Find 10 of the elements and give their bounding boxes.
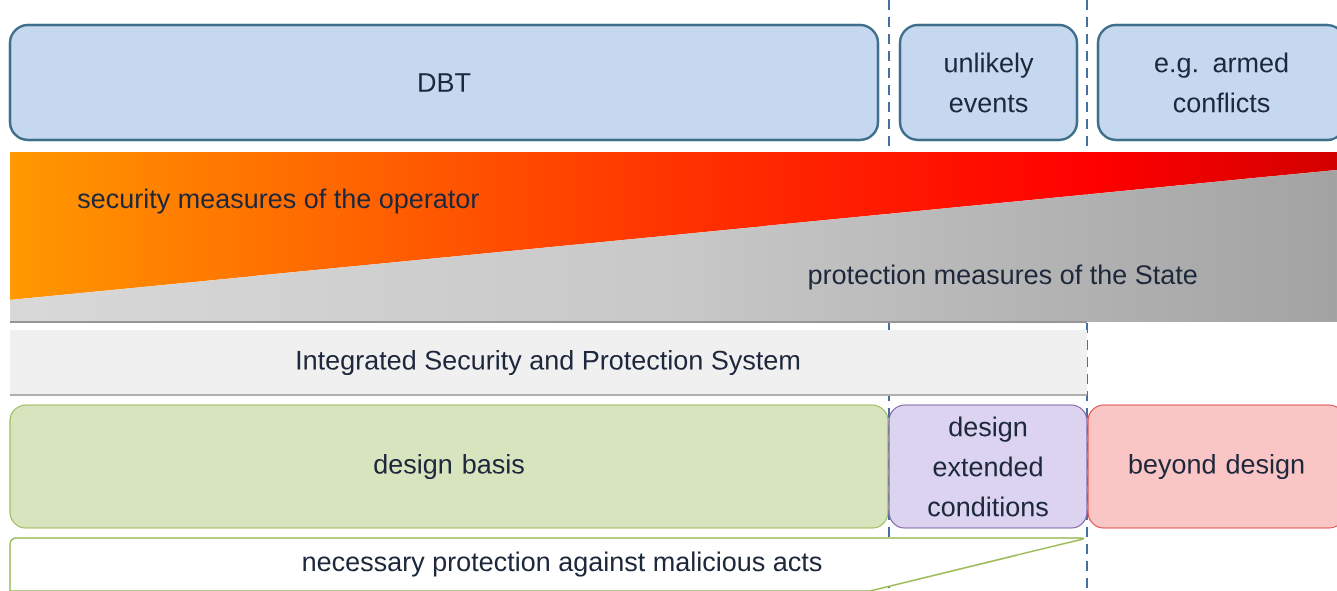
- protection-banner: necessary protection against malicious acts: [9, 537, 1085, 591]
- event-box: unlikely events: [898, 23, 1079, 142]
- category-box: design extended conditions: [888, 404, 1088, 529]
- system-band: Integrated Security and Protection System: [9, 330, 1088, 396]
- gradient-wedge: protection measures of the State: [9, 264, 1197, 323]
- gradient-wedge: security measures of the operator: [77, 188, 479, 214]
- event-box: e.g. armed conflicts: [1096, 23, 1337, 142]
- event-box: DBT: [8, 23, 880, 142]
- category-box: beyond design: [1087, 404, 1337, 529]
- category-box: design basis: [9, 404, 889, 529]
